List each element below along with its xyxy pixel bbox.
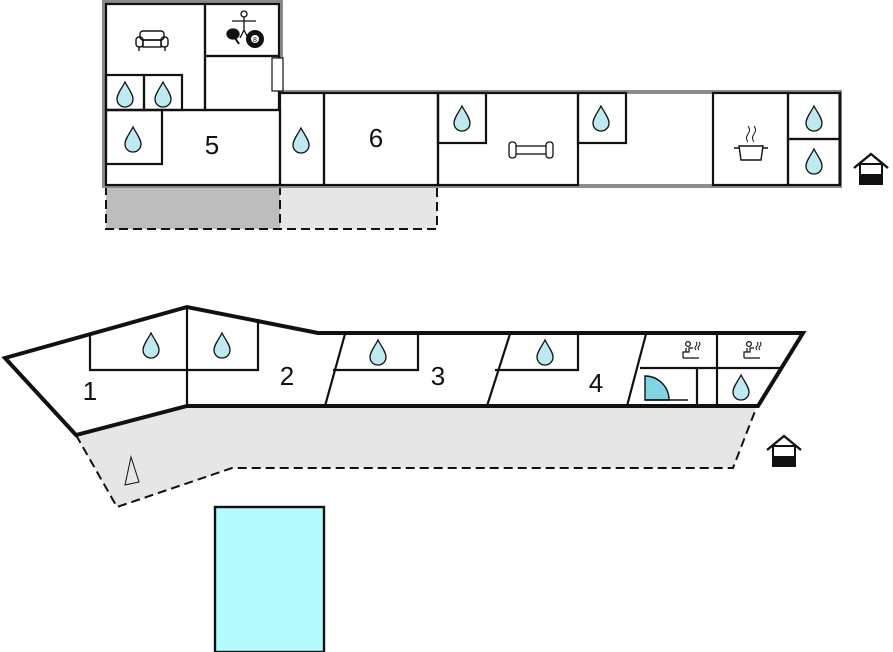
bathroom-icon xyxy=(124,126,142,153)
entrance-house-icon xyxy=(852,152,890,186)
outer-wall xyxy=(1,304,807,438)
window-marker xyxy=(271,57,284,92)
bathroom-icon xyxy=(142,332,160,359)
lower-floor: 1 2 3 4 xyxy=(1,304,807,509)
terrace xyxy=(280,186,437,229)
terrace-outline xyxy=(75,405,758,509)
bathroom-icon xyxy=(292,127,310,154)
bathroom-icon xyxy=(805,148,823,175)
terrace-outline xyxy=(105,186,438,230)
bathroom-icon xyxy=(154,81,172,108)
fitness-dumbbell-icon xyxy=(508,141,554,159)
terrace xyxy=(76,406,757,507)
room-number-2: 2 xyxy=(280,361,294,391)
bathroom-icon xyxy=(213,332,231,359)
room-number-1: 1 xyxy=(83,376,97,406)
shower-corner-icon xyxy=(644,375,670,401)
interior-walls xyxy=(104,2,842,187)
kitchen-pot-icon xyxy=(734,125,768,161)
room-number-5: 5 xyxy=(205,130,219,160)
room-number-3: 3 xyxy=(431,361,445,391)
bathroom-icon xyxy=(592,105,610,132)
covered-terrace xyxy=(106,186,280,229)
upper-floor: 8 5 6 xyxy=(102,0,890,230)
bathroom-icon xyxy=(732,374,750,401)
bathroom-icon xyxy=(805,105,823,132)
bathroom-icon xyxy=(453,105,471,132)
sauna-icon xyxy=(682,341,701,359)
bathroom-icon xyxy=(116,81,134,108)
sofa-icon xyxy=(135,30,169,51)
bathroom-icon xyxy=(536,339,554,366)
swimming-pool xyxy=(213,505,326,652)
bathroom-icon xyxy=(369,339,387,366)
svg-text:8: 8 xyxy=(253,37,257,44)
entrance-house-icon xyxy=(765,434,803,468)
room-number-4: 4 xyxy=(589,368,603,398)
umbrella-marker xyxy=(124,455,140,486)
room-number-6: 6 xyxy=(369,123,383,153)
interior-walls xyxy=(88,307,780,407)
table-tennis-icon xyxy=(226,10,256,45)
sauna-icon xyxy=(743,341,762,359)
billiard-ball-icon: 8 xyxy=(246,30,264,48)
